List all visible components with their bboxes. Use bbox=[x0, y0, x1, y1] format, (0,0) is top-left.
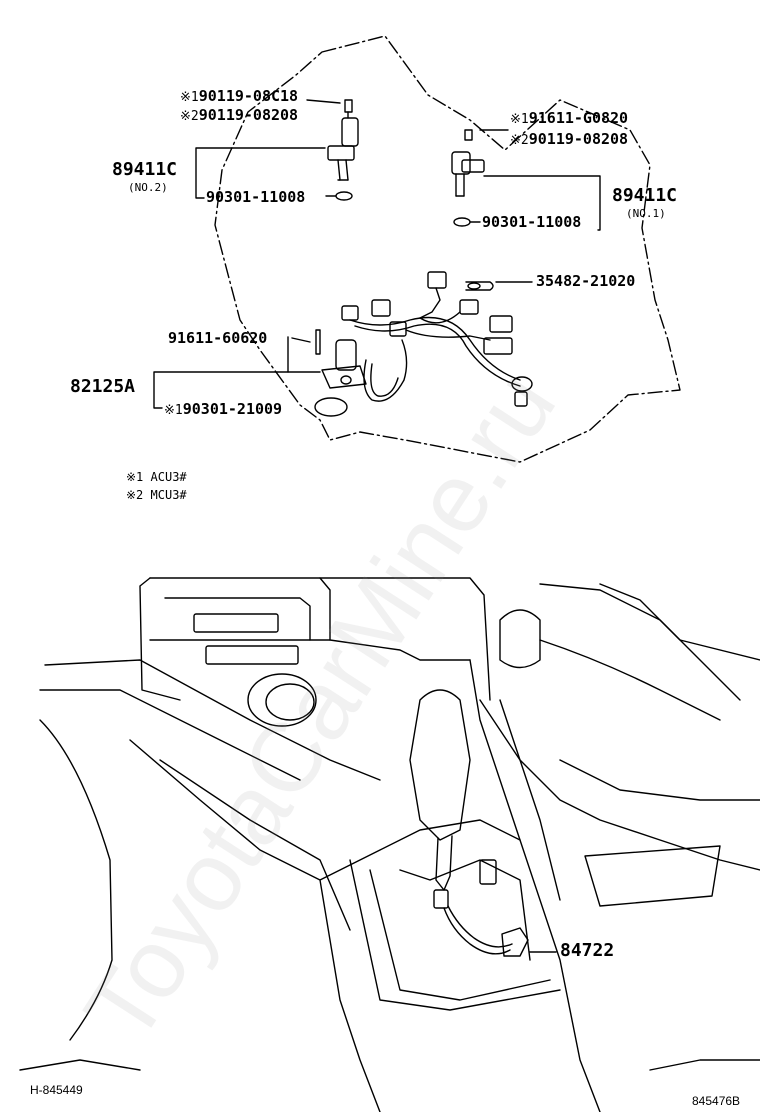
part-number: 90119-08208 bbox=[198, 106, 299, 124]
part-number: 90119-08208 bbox=[528, 130, 629, 148]
note-mark-1: ※1 bbox=[180, 90, 199, 105]
note-mark-2: ※2 bbox=[126, 488, 144, 502]
console-illustration bbox=[19, 577, 760, 1112]
footer-left-code: H-845449 bbox=[30, 1083, 83, 1097]
part-label-89411c-no2: 89411C bbox=[112, 159, 178, 180]
part-number: 91611-G0820 bbox=[528, 109, 629, 127]
note-mark-1: ※1 bbox=[510, 112, 529, 127]
sensor-82125a bbox=[315, 329, 367, 389]
o-ring-82125a bbox=[314, 397, 348, 417]
part-label-84722: 84722 bbox=[560, 940, 615, 961]
part-label-91611-g0820: ※191611-G0820 bbox=[510, 110, 628, 128]
note-mark-2: ※2 bbox=[510, 133, 529, 148]
speed-sensor-no2 bbox=[327, 99, 359, 181]
note-text: MCU3# bbox=[150, 488, 187, 502]
part-label-90301-11008-left: 90301-11008 bbox=[206, 188, 306, 206]
part-sublabel-no2: (NO.2) bbox=[128, 181, 168, 194]
wire-harness bbox=[341, 271, 533, 407]
part-label-35482-21020: 35482-21020 bbox=[536, 272, 636, 290]
part-number: 90119-08C18 bbox=[198, 87, 299, 105]
part-label-90119-08208-left: ※290119-08208 bbox=[180, 107, 298, 125]
part-label-89411c-no1: 89411C bbox=[612, 185, 678, 206]
part-label-90119-08c18: ※190119-08C18 bbox=[180, 88, 298, 106]
footnote-mcu3: ※2 MCU3# bbox=[126, 488, 187, 502]
part-label-82125a: 82125A bbox=[70, 376, 136, 397]
part-sublabel-no1: (NO.1) bbox=[626, 207, 666, 220]
speed-sensor-no1 bbox=[451, 129, 485, 197]
o-ring-no2 bbox=[335, 191, 353, 201]
footnote-acu3: ※1 ACU3# bbox=[126, 470, 187, 484]
note-mark-1: ※1 bbox=[164, 403, 183, 418]
part-label-90119-08208-right: ※290119-08208 bbox=[510, 131, 628, 149]
footer-right-code: 845476B bbox=[692, 1094, 741, 1108]
part-label-91611-60620: 91611-60620 bbox=[168, 329, 268, 347]
note-mark-1: ※1 bbox=[126, 470, 144, 484]
note-text: ACU3# bbox=[150, 470, 187, 484]
part-number: 90301-21009 bbox=[182, 400, 283, 418]
transmission-outline bbox=[214, 35, 681, 463]
note-mark-2: ※2 bbox=[180, 109, 199, 124]
o-ring-no1 bbox=[453, 217, 471, 227]
part-label-90301-11008-right: 90301-11008 bbox=[482, 213, 582, 231]
part-label-90301-21009: ※190301-21009 bbox=[164, 401, 282, 419]
